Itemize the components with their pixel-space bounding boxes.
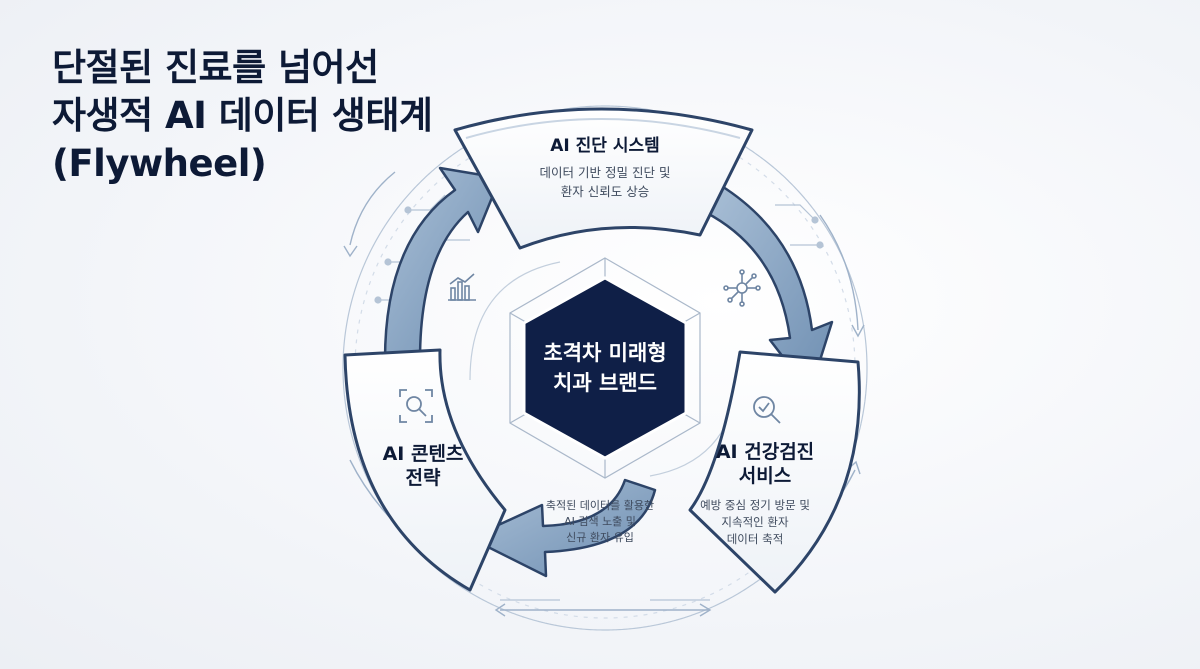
panel-content: [343, 348, 507, 592]
title-line-1: 단절된 진료를 넘어선: [52, 46, 379, 89]
panel-diagnosis: [453, 107, 754, 250]
title-line-2: 자생적 AI 데이터 생태계: [52, 94, 433, 137]
bar-chart-icon: [448, 273, 476, 301]
page-title: 단절된 진료를 넘어선 자생적 AI 데이터 생태계 (Flywheel): [52, 44, 433, 188]
panel-checkup: [688, 350, 861, 594]
content-desc: 축적된 데이터를 활용한 AI 검색 노출 및 신규 환자 유입: [530, 498, 670, 546]
segment-content: AI 콘텐츠 전략: [358, 442, 488, 490]
content-desc-2: AI 검색 노출 및: [564, 515, 636, 528]
checkup-desc-2: 지속적인 환자: [721, 515, 789, 529]
hub-label: 초격차 미래형 치과 브랜드: [525, 338, 685, 398]
checkup-title-2: 서비스: [738, 465, 792, 487]
segment-diagnosis: AI 진단 시스템 데이터 기반 정밀 진단 및 환자 신뢰도 상승: [500, 134, 710, 201]
segment-panels: [343, 107, 861, 594]
diagnosis-desc-1: 데이터 기반 정밀 진단 및: [539, 165, 671, 180]
checkup-desc-3: 데이터 축적: [726, 532, 784, 546]
hub-line-2: 치과 브랜드: [553, 371, 657, 395]
magnifier-check-icon: [753, 396, 781, 424]
hub-line-1: 초격차 미래형: [543, 341, 667, 365]
title-line-3: (Flywheel): [52, 142, 267, 185]
checkup-title-1: AI 건강검진: [715, 441, 815, 463]
diagnosis-desc-2: 환자 신뢰도 상승: [560, 184, 650, 199]
magnifier-focus-icon: [399, 389, 433, 423]
checkup-desc: 예방 중심 정기 방문 및 지속적인 환자 데이터 축적: [680, 497, 830, 548]
content-title-2: 전략: [405, 467, 441, 489]
content-desc-1: 축적된 데이터를 활용한: [545, 499, 655, 512]
content-title-1: AI 콘텐츠: [382, 443, 464, 465]
arrow-checkup-to-content: [468, 478, 657, 578]
segment-checkup: AI 건강검진 서비스: [690, 440, 840, 488]
diagnosis-title: AI 진단 시스템: [550, 136, 660, 156]
hub-hexagon: [522, 276, 688, 460]
network-node-icon: [723, 269, 761, 307]
arrow-content-to-diagnosis: [383, 166, 502, 362]
checkup-desc-1: 예방 중심 정기 방문 및: [700, 498, 810, 512]
content-desc-3: 신규 환자 유입: [566, 531, 634, 544]
